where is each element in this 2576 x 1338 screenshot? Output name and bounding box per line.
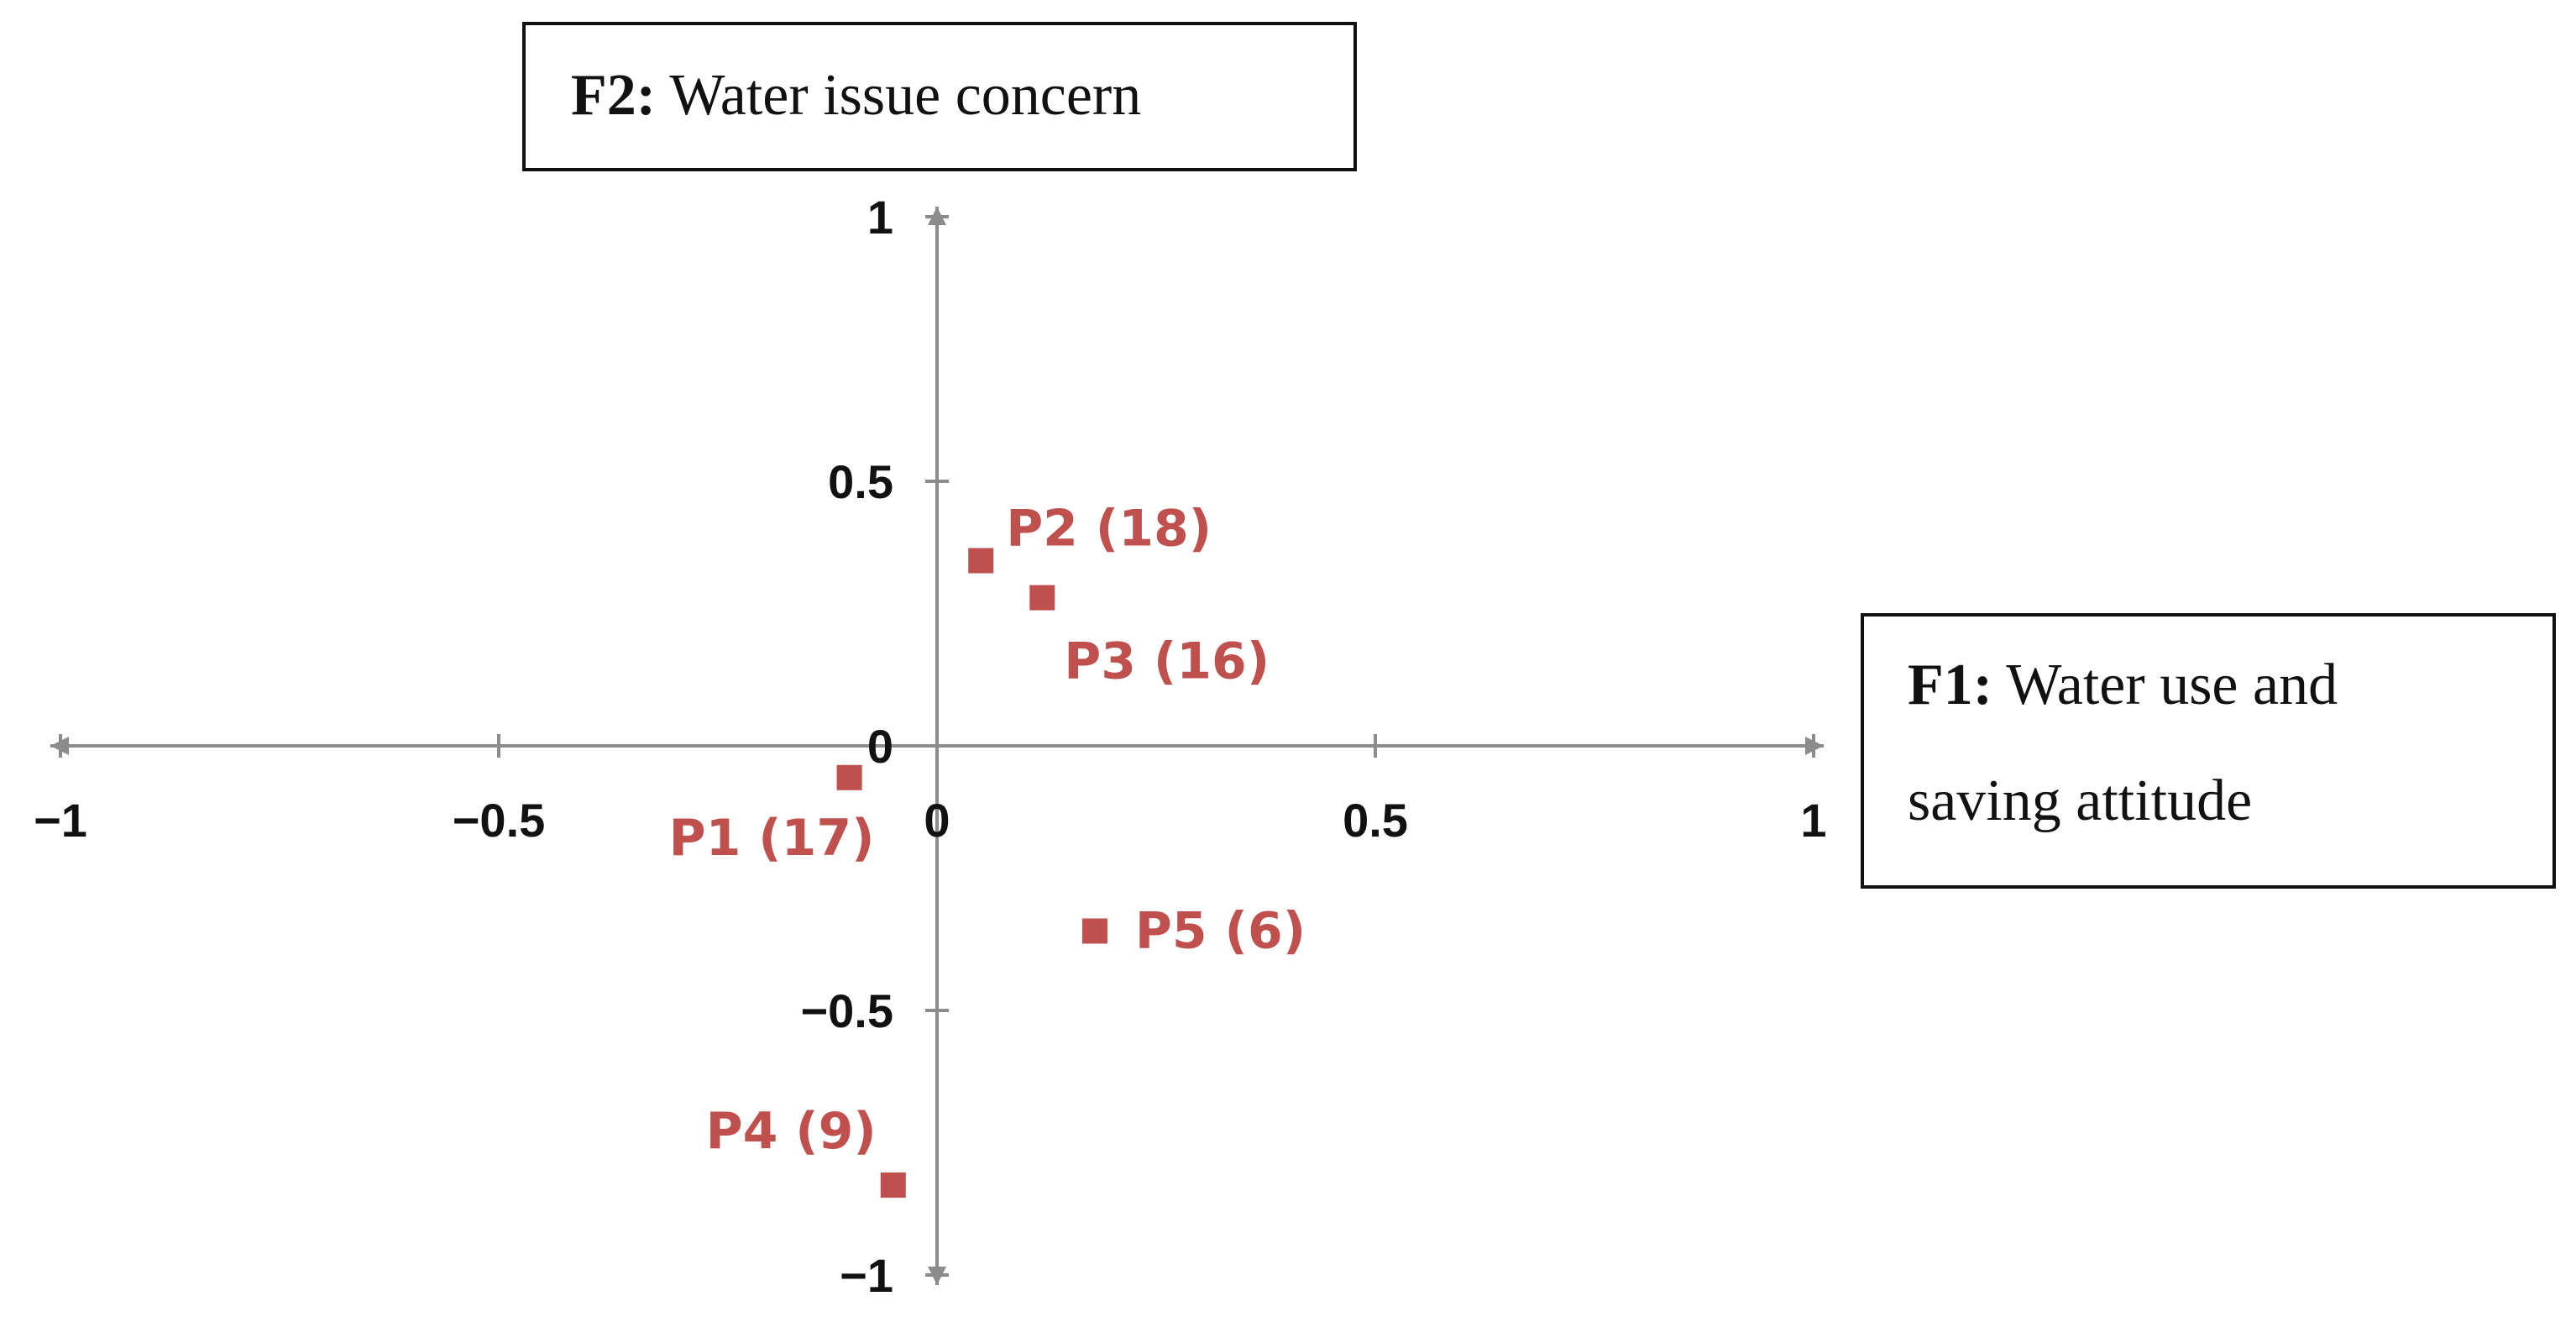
y-axis-title-bold: F2: [571,63,656,128]
x-axis-title-text-1: Water use and [2006,653,2338,717]
points-layer: P1 (17) P2 (18) P3 (16) P4 (9) P5 (6) [669,500,1306,1198]
y-tick-label: 0 [867,720,893,773]
y-axis-title-text: Water issue concern [669,63,1141,128]
y-axis-title: F2: Water issue concern [571,63,1141,128]
y-axis-title-frame [522,22,1357,171]
y-tick-label: 1 [867,191,893,244]
data-point-marker [1029,585,1055,611]
x-axis-title-line-2: saving attitude [1908,769,2252,833]
y-tick-label: −0.5 [800,984,893,1037]
y-tick-label: 0.5 [828,455,893,508]
data-point-label: P5 (6) [1135,902,1306,961]
data-point-marker [968,548,994,574]
x-axis-title-bold: F1: [1908,653,1992,717]
x-tick-label: −0.5 [453,794,546,847]
data-point-marker [836,764,862,790]
y-axis-title-box: F2: Water issue concern [522,22,1357,171]
x-axis-title-line-1: F1: Water use and [1908,653,2338,717]
x-tick-label: 0 [924,794,950,847]
x-tick-label: 0.5 [1343,794,1408,847]
x-axis-title-frame [1861,613,2556,889]
data-point-label: P3 (16) [1064,632,1270,691]
x-tick-label: 1 [1800,794,1826,847]
data-point-label: P2 (18) [1006,500,1212,559]
y-tick-label: −1 [840,1249,893,1302]
data-point-marker [880,1172,906,1198]
data-point-label: P1 (17) [669,809,875,868]
x-tick-label: −1 [34,794,87,847]
ticks-layer [59,215,1815,1277]
data-point-marker [1081,918,1107,944]
x-axis-title-box: F1: Water use and saving attitude [1861,613,2556,889]
tick-labels-layer: −1 −0.5 0 0.5 1 1 0.5 0 −0.5 −1 [34,191,1827,1302]
data-point-label: P4 (9) [706,1102,877,1161]
